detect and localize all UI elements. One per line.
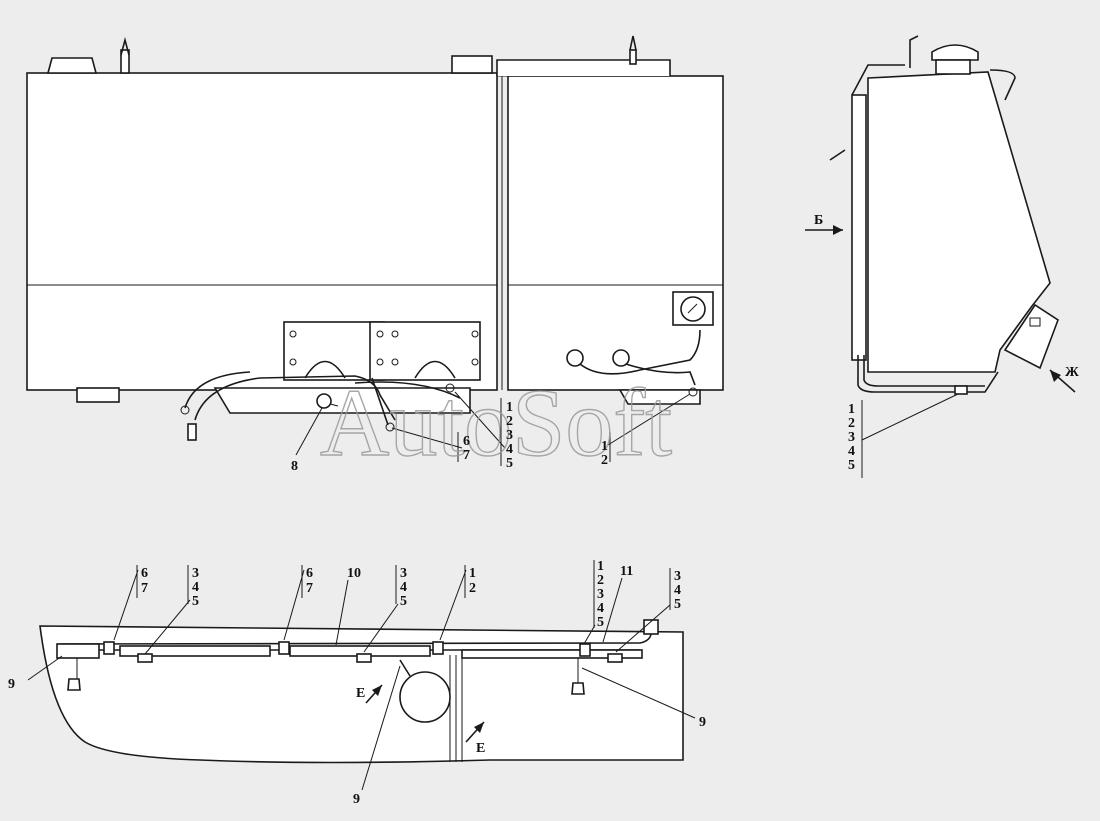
label-e-1: Е [356,686,365,701]
label-6-b: 6 [141,566,148,581]
label-4-d: 4 [192,580,199,595]
top-view-outline [39,625,684,764]
label-2-b: 2 [601,453,608,468]
label-b: Б [814,213,823,228]
label-1-b: 1 [601,439,608,454]
label-7-a: 7 [463,448,470,463]
watermark-text: AutoSoft [320,369,672,476]
label-4-f: 4 [597,601,604,616]
label-6-a: 6 [463,434,470,449]
label-4-a: 4 [506,442,513,457]
label-8: 8 [291,459,298,474]
label-3-g: 3 [674,569,681,584]
label-2-e: 2 [597,573,604,588]
label-4-c: 4 [848,444,855,459]
label-3-e: 3 [400,566,407,581]
label-3-d: 3 [192,566,199,581]
side-tank-body [867,71,1051,373]
tank-top-view [27,560,696,791]
label-e-2: Е [476,741,485,756]
label-1-d: 1 [469,566,476,581]
label-5-f: 5 [597,615,604,630]
label-10: 10 [347,566,361,581]
label-2-c: 2 [848,416,855,431]
label-4-e: 4 [400,580,407,595]
label-5-e: 5 [400,594,407,609]
label-1-c: 1 [848,402,855,417]
label-5-d: 5 [192,594,199,609]
label-3-a: 3 [506,428,513,443]
filler-neck [46,57,98,74]
label-2-d: 2 [469,581,476,596]
tank-front-view [26,35,724,466]
label-11: 11 [620,564,633,579]
right-tank-body [507,75,724,391]
label-7-b: 7 [141,581,148,596]
label-1-a: 1 [506,400,513,415]
label-9-c: 9 [353,792,360,807]
label-zh: Ж [1065,365,1079,380]
label-7-c: 7 [306,581,313,596]
label-5-c: 5 [848,458,855,473]
label-9-a: 9 [8,677,15,692]
label-3-f: 3 [597,587,604,602]
label-6-c: 6 [306,566,313,581]
label-5-g: 5 [674,597,681,612]
label-3-c: 3 [848,430,855,445]
label-1-e: 1 [597,559,604,574]
label-5-a: 5 [506,456,513,471]
tank-side-view [805,35,1076,478]
label-4-g: 4 [674,583,681,598]
label-2-a: 2 [506,414,513,429]
label-9-b: 9 [699,715,706,730]
